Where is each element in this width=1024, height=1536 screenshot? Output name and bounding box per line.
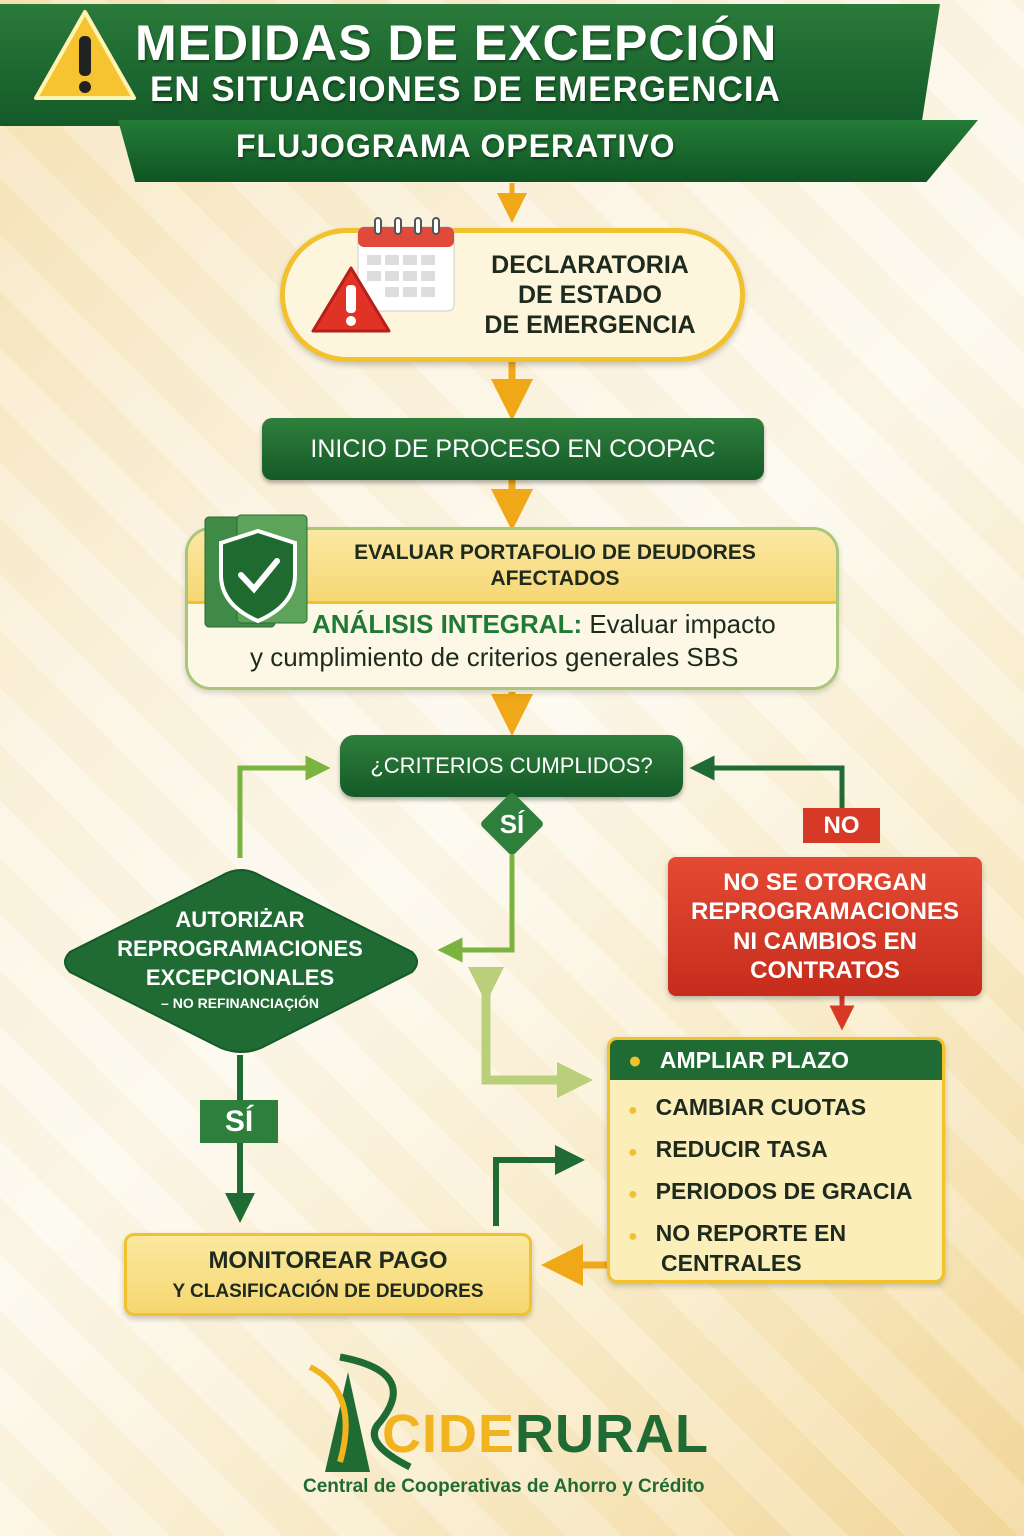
opciones-node: ● AMPLIAR PLAZO ●CAMBIAR CUOTAS ●REDUCIR …: [607, 1037, 945, 1283]
inicio-node: INICIO DE PROCESO EN COOPAC: [262, 418, 764, 480]
declaratoria-line: DE EMERGENCIA: [484, 311, 696, 339]
arrow-autorizar-loop: [237, 755, 331, 858]
autorizar-note: – NO REFINANCIAÇIÓN: [161, 995, 319, 1011]
arrow-no-to-criterios: [689, 755, 845, 808]
declaratoria-line: DECLARATORIA: [491, 251, 689, 279]
logo-tagline: Central de Cooperativas de Ahorro y Créd…: [303, 1476, 705, 1497]
no-otorgan-line: REPROGRAMACIONES: [690, 898, 960, 925]
monitorear-node: MONITOREAR PAGO Y CLASIFICACIÓN DE DEUDO…: [124, 1233, 532, 1316]
autorizar-node: AUTORIŻAR REPROGRAMACIONES EXCEPCIONALES…: [80, 905, 400, 1014]
calendar-icon: [357, 217, 455, 312]
bullet-icon: ●: [628, 1046, 642, 1073]
no-otorgan-node: NO SE OTORGAN REPROGRAMACIONES NI CAMBIO…: [668, 857, 982, 996]
ciderural-logo-mark: [308, 1353, 412, 1472]
autorizar-line: EXCEPCIONALES: [145, 965, 335, 990]
autorizar-line: AUTORIŻAR: [175, 907, 305, 932]
header-banner: [0, 4, 940, 126]
monitorear-subtitle: Y CLASIFICACIÓN DE DEUDORES: [172, 1280, 484, 1302]
evaluar-title-line: AFECTADOS: [490, 567, 620, 590]
no-label: NO: [823, 811, 860, 839]
no-otorgan-line: NO SE OTORGAN: [723, 868, 927, 896]
analysis-label: ANÁLISIS INTEGRAL:: [312, 609, 583, 639]
alert-triangle-icon: [311, 266, 391, 333]
no-otorgan-line: NI CAMBIOS EN: [732, 927, 917, 955]
monitorear-title: MONITOREAR PAGO: [208, 1246, 448, 1274]
autorizar-line: REPROGRAMACIONES: [117, 936, 363, 961]
list-item: ●PERIODOS DE GRACIA: [628, 1178, 913, 1204]
list-item: ●CAMBIAR CUOTAS: [628, 1094, 867, 1120]
header-subbanner: [118, 120, 978, 182]
no-badge: NO: [803, 808, 880, 843]
si-label-2: SÍ: [224, 1104, 254, 1138]
declaratoria-line: DE ESTADO: [518, 281, 662, 309]
si-badge-2: SÍ: [200, 1100, 278, 1143]
list-item: ●REDUCIR TASA: [628, 1136, 828, 1162]
criterios-label: ¿CRITERIOS CUMPLIDOS?: [370, 753, 653, 778]
inicio-label: INICIO DE PROCESO EN COOPAC: [310, 434, 716, 463]
opciones-header: ● AMPLIAR PLAZO: [610, 1040, 942, 1080]
arrow-monitorear-to-opciones: [493, 1145, 585, 1226]
header-band-label: FLUJOGRAMA OPERATIVO: [236, 128, 676, 164]
no-otorgan-line: CONTRATOS: [750, 957, 900, 984]
warning-icon: [34, 10, 136, 100]
declaratoria-node: [280, 228, 745, 362]
opciones-header-label: AMPLIAR PLAZO: [659, 1046, 850, 1073]
analysis-line-1: ANÁLISIS INTEGRAL: Evaluar impacto: [312, 609, 776, 640]
list-item: ●NO REPORTE EN: [628, 1220, 847, 1246]
list-item-continued: CENTRALES: [661, 1250, 802, 1276]
header-subtitle: EN SITUACIONES DE EMERGENCIA: [150, 70, 781, 109]
analysis-text: Evaluar impacto: [589, 609, 776, 639]
double-arrow-autorizar-opciones: [468, 967, 593, 1098]
analysis-line-2: y cumplimiento de criterios generales SB…: [250, 642, 739, 672]
autorizar-diamond-shape: [64, 868, 418, 1053]
evaluar-title: EVALUAR PORTAFOLIO DE DEUDORES AFECTADOS: [310, 540, 800, 592]
header-title: MEDIDAS DE EXCEPCIÓN: [135, 15, 778, 71]
declaratoria-text: DECLARATORIA DE ESTADO DE EMERGENCIA: [460, 250, 720, 340]
evaluar-title-line: EVALUAR PORTAFOLIO DE DEUDORES: [354, 541, 756, 564]
opciones-list: ●CAMBIAR CUOTAS ●REDUCIR TASA ●PERIODOS …: [610, 1080, 942, 1277]
si-label: SÍ: [499, 808, 525, 839]
criterios-decision: ¿CRITERIOS CUMPLIDOS?: [340, 735, 683, 797]
money-shield-icon: [204, 514, 308, 628]
arrow-si-to-autorizar: [437, 855, 515, 963]
si-badge: SÍ: [478, 790, 546, 858]
logo-wordmark: CIDERURAL: [382, 1404, 709, 1464]
